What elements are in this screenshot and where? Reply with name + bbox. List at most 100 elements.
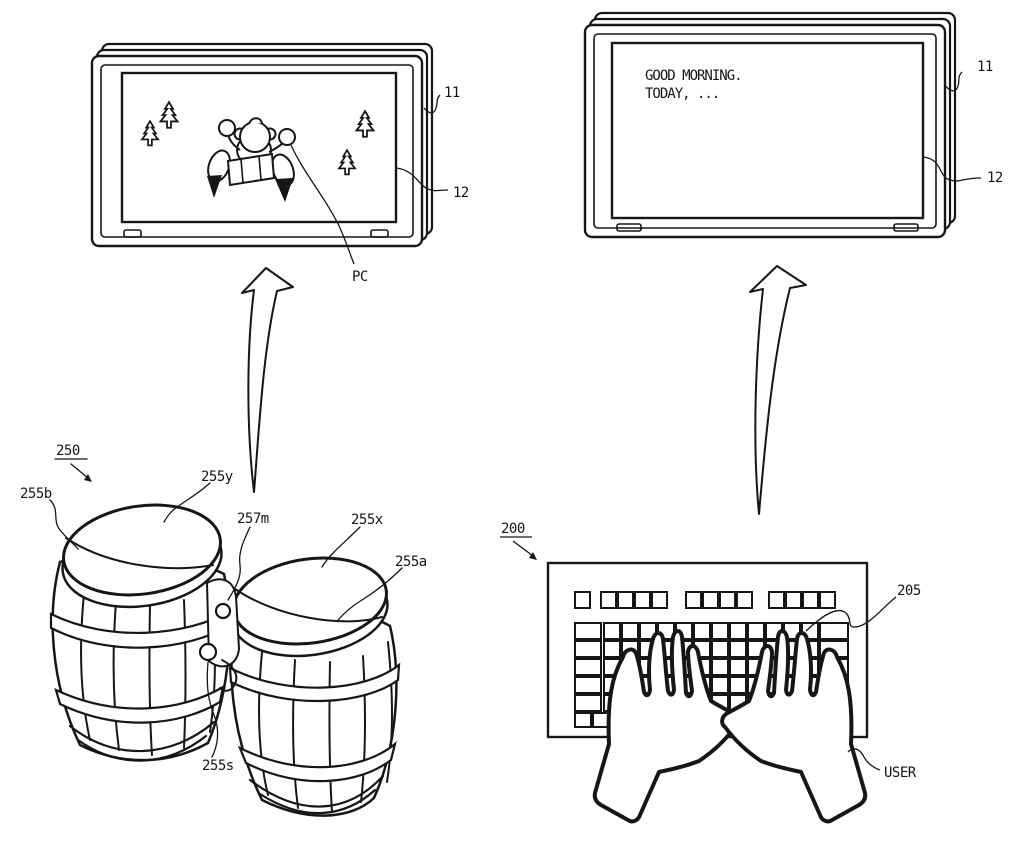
keyboard-key [603,640,621,658]
keyboard-key [693,622,711,640]
lead-line-pc [290,144,355,265]
character-tuft [248,117,263,125]
ref-arrow-250 [70,463,89,479]
keyboard-key [736,591,753,609]
ref-label-200: 200 [501,521,525,537]
drum-joint-bracket [219,659,238,692]
user-hands-drawing: USER [592,629,917,824]
drum-hoop-lower [237,741,397,783]
display-foot [123,229,142,238]
lead-line-12 [922,156,982,182]
right-drum [228,556,401,817]
drum-head-line [65,537,214,570]
character-head [239,121,271,153]
drum-hoop-upper [228,662,401,703]
ref-label-250: 250 [56,443,80,459]
ref-label-255y: 255y [201,469,233,485]
keyboard-key [639,622,657,640]
lead-line-255s [206,661,219,758]
user-hand-left [592,629,740,824]
game-display: 11 12 PC [90,42,469,285]
lead-line-255x [321,526,361,568]
drum-joint-plate [205,578,241,668]
ref-arrow-200 [512,540,534,557]
ref-label-257m: 257m [237,511,269,527]
keyboard-key [729,622,747,640]
side-button [198,642,218,662]
keyboard-key [574,591,591,609]
keyboard-key [719,591,736,609]
lead-line-255b [49,499,79,550]
lead-line-255y [163,482,211,523]
ref-label-255s: 255s [202,758,234,774]
ref-label-user: USER [884,765,917,781]
ref-label-pc: PC [352,269,368,285]
keyboard-key [747,622,765,640]
ref-label-255x: 255x [351,512,383,528]
keyboard-key [702,591,719,609]
keyboard-key [729,658,747,676]
up-arrow-left [241,267,294,493]
keyboard-key [729,676,747,694]
lead-line-255a [337,567,403,621]
drum-head-line [234,588,383,623]
text-display: GOOD MORNING. TODAY, ... 11 12 [583,11,1003,239]
keyboard-key [617,591,634,609]
drum-bottom-rim [248,774,385,815]
keyboard-key [574,658,602,676]
keyboard-key [574,694,602,712]
lead-line-257m [227,526,251,601]
player-character-drawing [207,117,296,202]
keyboard-key [600,591,617,609]
keyboard-key [729,640,747,658]
keyboard-key [819,591,836,609]
ref-label-12-left: 12 [453,185,469,201]
display-foot [370,229,389,238]
rocket-flame-left [207,175,222,198]
drum-bottom-rim [68,720,216,762]
drum-staves [258,641,393,813]
up-arrow-right [749,265,807,515]
text-screen [610,41,925,220]
screen-text-line-2: TODAY, ... [645,86,719,102]
character-fist-left [218,119,236,137]
drum-hoop-lower [54,684,225,724]
rocket-flame-right [275,178,293,202]
left-drum [49,503,233,762]
keyboard-key [711,622,729,640]
ref-label-11-right: 11 [977,59,993,75]
keyboard-key [574,640,602,658]
keyboard-key [651,591,668,609]
lead-line-205 [805,596,897,632]
keyboard-key [711,658,729,676]
keyboard-key [802,591,819,609]
keyboard-key [621,622,639,640]
lead-line-11 [423,94,441,114]
display-foot [893,223,919,232]
ref-label-255b: 255b [20,486,52,502]
drum-head [62,503,222,597]
ref-label-11-left: 11 [444,85,460,101]
character-fist-right [278,128,296,146]
lead-line-user [847,748,881,771]
ref-label-205: 205 [897,583,921,599]
keyboard-key [603,622,621,640]
lead-line-11 [944,71,963,92]
lead-line-12 [395,167,449,192]
keyboard-key [574,676,602,694]
ref-label-12-right: 12 [987,170,1003,186]
keyboard-key [711,676,729,694]
barrel-lines [240,155,262,184]
ref-arrowhead-200 [529,552,537,560]
screen-text-line-1: GOOD MORNING. [645,68,742,84]
ref-label-255a: 255a [395,554,427,570]
keyboard-key [768,591,785,609]
microphone-hole [214,602,232,620]
bongo-controller-drawing: 250 255b 255y 257m 255x 255a 255s [20,443,427,817]
display-foot [616,223,642,232]
keyboard-key [785,591,802,609]
keyboard-key [711,640,729,658]
ref-arrowhead-250 [84,474,92,482]
character-barrel [226,152,276,187]
